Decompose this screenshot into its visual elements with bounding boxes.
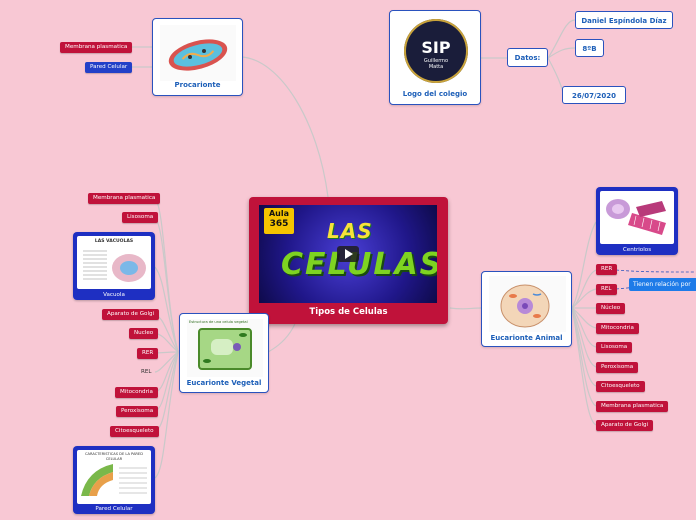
procarionte-image bbox=[160, 25, 236, 81]
animal-item-rer[interactable]: RER bbox=[596, 264, 618, 275]
animal-item-peroxisoma[interactable]: Peroxisoma bbox=[596, 362, 639, 373]
datos-grade[interactable]: 8ºB bbox=[575, 39, 604, 57]
logo-name-line2: Matta bbox=[428, 64, 444, 70]
centriolos-node[interactable]: Centriolos bbox=[596, 187, 678, 255]
vegetal-item-membrana[interactable]: Membrana plasmatica bbox=[88, 193, 161, 204]
center-topic-node[interactable]: Aula 365 LAS CELULAS Tipos de Celulas bbox=[249, 197, 448, 324]
procarionte-caption: Procarionte bbox=[174, 81, 221, 89]
vegetal-item-nucleo[interactable]: Nucleo bbox=[129, 328, 159, 339]
vegetal-item-mitocondria[interactable]: Mitocondria bbox=[115, 387, 158, 398]
centriolos-illustration bbox=[606, 199, 666, 235]
vegetal-item-golgi[interactable]: Aparato de Golgi bbox=[102, 309, 160, 320]
animal-image bbox=[489, 276, 566, 332]
vegetal-item-lisosoma[interactable]: Lisosoma bbox=[122, 212, 159, 223]
animal-item-lisosoma[interactable]: Lisosoma bbox=[596, 342, 633, 353]
vacuola-caption: Vacuola bbox=[103, 292, 125, 298]
centriolos-image bbox=[600, 191, 674, 244]
vacuola-node[interactable]: LAS VACUOLAS Vacuola bbox=[73, 232, 155, 300]
logo-initials: SIP bbox=[421, 38, 451, 57]
prokaryote-cell-illustration bbox=[160, 25, 236, 81]
play-icon bbox=[345, 249, 353, 259]
centriolos-caption: Centriolos bbox=[622, 247, 652, 253]
procarionte-item-pared[interactable]: Pared Celular bbox=[85, 62, 133, 73]
animal-item-citoesqueleto[interactable]: Citoesqueleto bbox=[596, 381, 645, 392]
vacuola-heading: LAS VACUOLAS bbox=[94, 239, 134, 244]
vacuola-illustration bbox=[83, 250, 146, 282]
datos-node[interactable]: Datos: bbox=[507, 48, 548, 67]
vegetal-item-rel[interactable]: REL bbox=[141, 369, 152, 375]
vacuola-image: LAS VACUOLAS bbox=[77, 236, 151, 289]
pared-celular-node[interactable]: CARACTERISTICAS DE LA PARED CELULAR Pare… bbox=[73, 446, 155, 514]
vegetal-caption: Eucarionte Vegetal bbox=[186, 379, 262, 387]
pared-celular-caption: Pared Celular bbox=[95, 506, 133, 512]
aula365-logo: Aula 365 bbox=[264, 208, 294, 234]
pared-celular-illustration bbox=[81, 464, 147, 496]
pared-celular-heading: CARACTERISTICAS DE LA PARED CELULAR bbox=[85, 452, 143, 461]
logo-caption: Logo del colegio bbox=[402, 90, 468, 98]
animal-caption: Eucarionte Animal bbox=[490, 334, 563, 342]
school-logo: SIP Guillermo Matta bbox=[404, 19, 468, 83]
relation-label[interactable]: Tienen relación por bbox=[629, 278, 696, 291]
vegetal-item-rer[interactable]: RER bbox=[137, 348, 159, 359]
video-thumbnail[interactable]: Aula 365 LAS CELULAS bbox=[259, 205, 437, 303]
animal-node[interactable]: Eucarionte Animal bbox=[481, 271, 572, 347]
logo-name-line1: Guillermo bbox=[423, 58, 449, 64]
datos-date[interactable]: 26/07/2020 bbox=[562, 86, 626, 104]
animal-item-golgi[interactable]: Aparato de Golgi bbox=[596, 420, 654, 431]
video-title-line1: LAS bbox=[327, 219, 373, 243]
vegetal-item-peroxisoma[interactable]: Peroxisoma bbox=[116, 406, 159, 417]
procarionte-node[interactable]: Procarionte bbox=[152, 18, 243, 96]
logo-node[interactable]: SIP Guillermo Matta Logo del colegio bbox=[389, 10, 481, 105]
datos-name[interactable]: Daniel Espíndola Díaz bbox=[575, 11, 673, 29]
animal-item-nucleo[interactable]: Núcleo bbox=[596, 303, 626, 314]
animal-item-membrana[interactable]: Membrana plasmatica bbox=[596, 401, 669, 412]
vegetal-item-citoesqueleto[interactable]: Citoesqueleto bbox=[110, 426, 159, 437]
animal-item-mitocondria[interactable]: Mitocondria bbox=[596, 323, 639, 334]
center-topic-title: Tipos de Celulas bbox=[309, 307, 388, 317]
animal-cell-illustration bbox=[489, 276, 566, 332]
play-button[interactable] bbox=[337, 246, 359, 262]
vegetal-image: Estructura de una celula vegetal bbox=[187, 319, 263, 377]
vegetal-image-title: Estructura de una celula vegetal bbox=[189, 320, 248, 324]
procarionte-item-membrana[interactable]: Membrana plasmatica bbox=[60, 42, 133, 53]
animal-item-rel[interactable]: REL bbox=[596, 284, 617, 295]
plant-cell-illustration bbox=[187, 319, 263, 377]
pared-celular-image: CARACTERISTICAS DE LA PARED CELULAR bbox=[77, 450, 151, 504]
vegetal-node[interactable]: Estructura de una celula vegetal Eucario… bbox=[179, 313, 269, 393]
video-title-line2: CELULAS bbox=[281, 247, 437, 282]
